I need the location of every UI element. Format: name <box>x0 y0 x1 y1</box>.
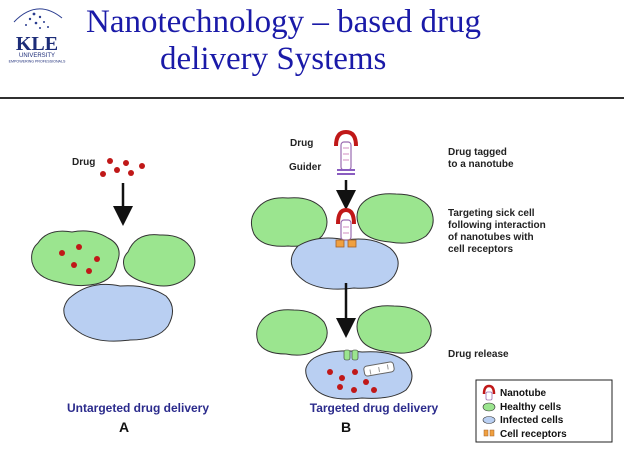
panel-a-healthy-cell-1 <box>31 230 120 287</box>
panel-a-infected-cell <box>63 283 173 342</box>
logo-tagline: EMPOWERING PROFESSIONALS <box>9 60 66 64</box>
kle-university-logo: KLE UNIVERSITY EMPOWERING PROFESSIONALS <box>9 8 66 64</box>
panel-b-step-1-line-2: to a nanotube <box>448 159 514 170</box>
panel-b-step-2-line-4: cell receptors <box>448 244 513 255</box>
panel-b-healthy-cell-2 <box>356 193 434 244</box>
logo-text: KLE <box>16 33 58 55</box>
logo-subtext: UNIVERSITY <box>19 53 55 59</box>
panel-a-healthy-cell-2 <box>123 234 196 287</box>
slide-title: Nanotechnology – based drug delivery Sys… <box>78 4 618 78</box>
panel-a-caption: Untargeted drug delivery <box>67 401 209 415</box>
panel-b-released-drug <box>327 369 377 393</box>
panel-b-released-nanotube <box>363 361 395 377</box>
panel-b-infected-cell-2 <box>305 350 413 400</box>
panel-b-step-3: Drug release <box>448 349 509 360</box>
panel-b-step-2-line-1: Targeting sick cell <box>448 208 535 219</box>
legend-healthy-cell-icon <box>482 402 496 412</box>
slide-title-line-1: Nanotechnology – based drug <box>86 4 481 40</box>
logo-stars <box>25 12 49 29</box>
panel-a-drug-particles <box>100 158 145 177</box>
legend-box <box>475 379 613 443</box>
panel-b-letter: B <box>341 419 351 435</box>
panel-b-step-1-line-1: Drug tagged <box>448 147 507 158</box>
panel-b-step-2-line-3: of nanotubes with <box>448 232 534 243</box>
panel-b-receptors <box>343 349 359 361</box>
legend-item-healthy-cells: Healthy cells <box>500 402 562 413</box>
legend-receptor-icon <box>483 429 495 437</box>
panel-b-nanotube-binding <box>335 207 357 248</box>
panel-b-healthy-cell-3 <box>256 309 328 356</box>
slide-title-line-2: delivery Systems <box>160 41 387 77</box>
logo-arc <box>13 8 63 23</box>
panel-b-caption: Targeted drug delivery <box>310 401 439 415</box>
panel-b-guider-label: Guider <box>289 162 321 173</box>
panel-b-step-2-line-2: following interaction <box>448 220 546 231</box>
panel-b-healthy-cell-1 <box>250 197 328 247</box>
panel-a-drug-label: Drug <box>72 157 95 168</box>
legend-nanotube-icon <box>482 384 496 401</box>
panel-b-infected-cell-1 <box>290 237 399 290</box>
title-divider <box>0 97 624 99</box>
legend-item-infected-cells: Infected cells <box>500 415 564 426</box>
legend-item-nanotube: Nanotube <box>500 388 547 399</box>
panel-b-nanotube-tagged <box>334 129 358 175</box>
legend-item-cell-receptors: Cell receptors <box>500 429 567 440</box>
drug-delivery-diagram: Drug Untargeted drug delivery A Drug Gui… <box>31 129 613 443</box>
panel-a-drug-in-cell <box>59 244 100 274</box>
legend-infected-cell-icon <box>482 416 496 424</box>
panel-a-letter: A <box>119 419 129 435</box>
panel-b-healthy-cell-4 <box>356 305 432 354</box>
panel-b-drug-label: Drug <box>290 138 313 149</box>
